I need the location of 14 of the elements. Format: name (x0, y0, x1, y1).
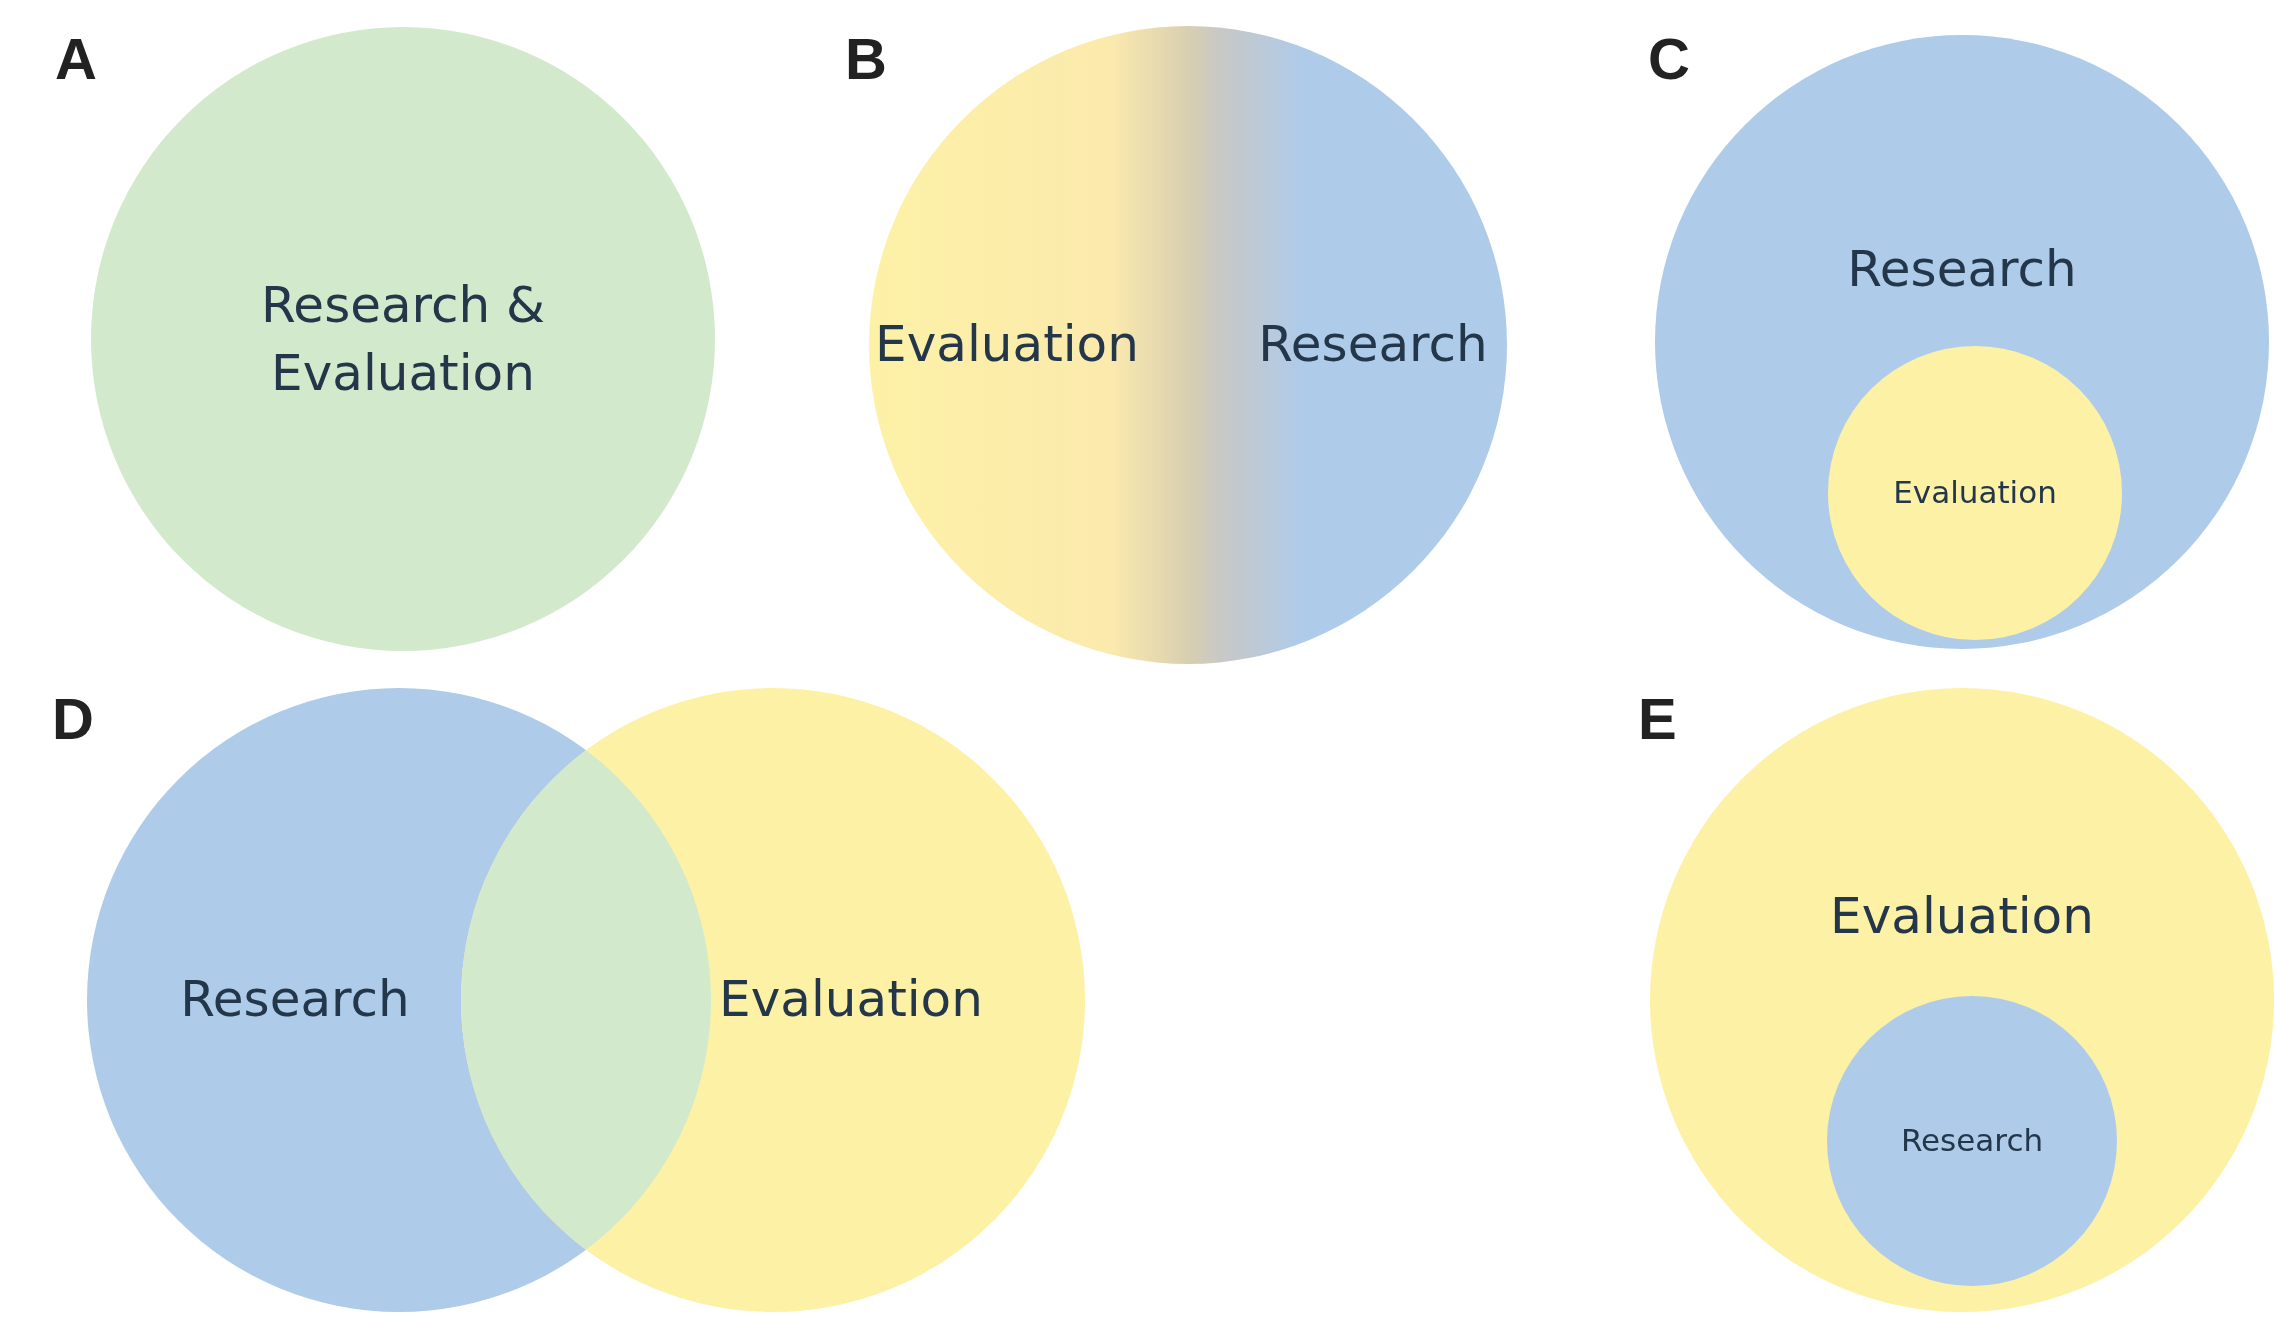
panel-letter: E (1638, 685, 1677, 752)
circle-label: Evaluation (1893, 473, 2057, 513)
circle-label: Research (1258, 314, 1488, 376)
panel-letter: D (52, 685, 94, 752)
circle-label: Research (180, 969, 410, 1031)
circle-label: Evaluation (1830, 886, 2094, 948)
circle-label: Research (1900, 1121, 2044, 1161)
circle-label: Evaluation (719, 969, 983, 1031)
panel-letter: C (1648, 25, 1690, 92)
circle-label: Evaluation (875, 314, 1139, 376)
panel-letter: B (845, 25, 887, 92)
circle-label: Research & Evaluation (259, 274, 547, 403)
circle-label: Research (1847, 239, 2077, 301)
panel-letter: A (55, 25, 97, 92)
